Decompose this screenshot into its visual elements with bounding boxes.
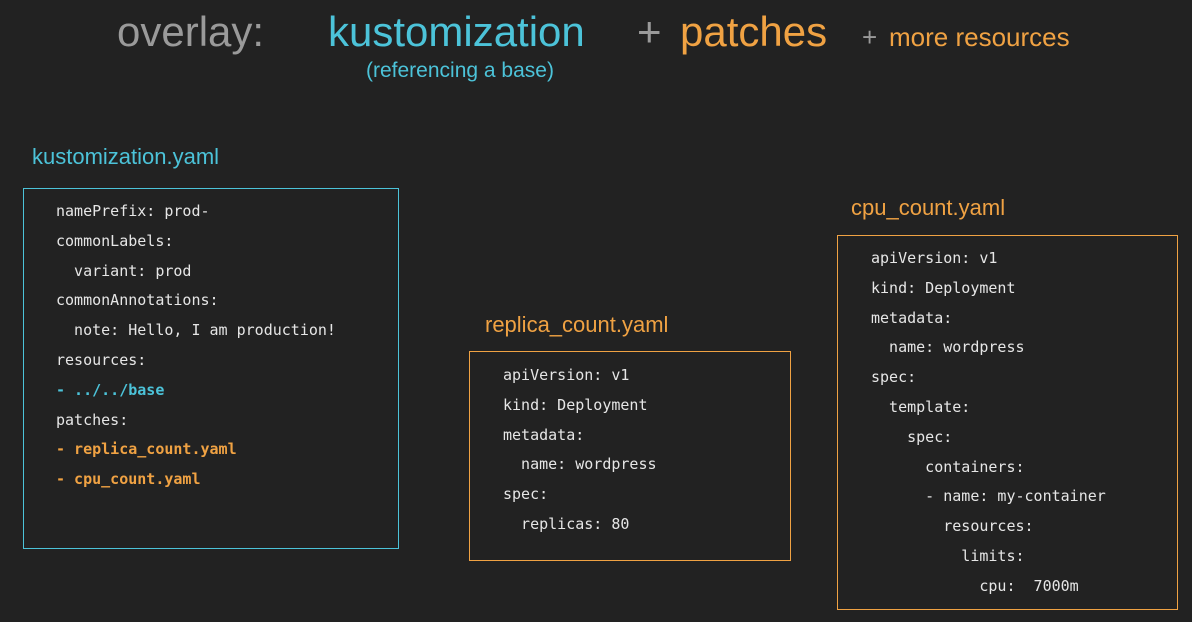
code-line: resources: bbox=[871, 517, 1034, 536]
code-line: note: Hello, I am production! bbox=[56, 321, 336, 340]
code-line: apiVersion: v1 bbox=[871, 249, 998, 267]
code-line-patch-reference: - replica_count.yaml bbox=[56, 440, 237, 459]
code-line: cpu: 7000m bbox=[871, 576, 1079, 595]
replica-count-code: apiVersion: v1 kind: Deployment metadata… bbox=[503, 361, 657, 540]
code-line: namePrefix: prod- bbox=[56, 202, 210, 220]
code-line: spec: bbox=[871, 368, 917, 387]
code-line: spec: bbox=[871, 427, 953, 446]
code-line: containers: bbox=[871, 457, 1025, 476]
cpu-count-file-title: cpu_count.yaml bbox=[851, 195, 1006, 220]
replica-count-file-title: replica_count.yaml bbox=[485, 312, 669, 337]
kustomization-file-title: kustomization.yaml bbox=[32, 144, 220, 169]
title-subtitle: (referencing a base) bbox=[366, 59, 554, 82]
code-line: resources: bbox=[56, 350, 147, 369]
code-line-patch-reference: - cpu_count.yaml bbox=[56, 470, 201, 489]
kustomization-file-box bbox=[23, 188, 399, 549]
code-line: metadata: bbox=[503, 425, 585, 444]
replica-count-file-box bbox=[469, 351, 791, 561]
code-line: name: wordpress bbox=[503, 455, 657, 474]
title-plus-small: + bbox=[862, 22, 878, 52]
title-plus: + bbox=[637, 8, 662, 55]
code-line: commonAnnotations: bbox=[56, 291, 219, 310]
title-overlay: overlay: bbox=[117, 8, 265, 55]
title-kustomization: kustomization bbox=[328, 8, 585, 55]
code-line-base-reference: - ../../base bbox=[56, 380, 165, 399]
code-line: name: wordpress bbox=[871, 338, 1025, 357]
code-line: - name: my-container bbox=[871, 487, 1106, 506]
code-line: patches: bbox=[56, 410, 129, 429]
title-patches: patches bbox=[680, 8, 828, 55]
code-line: template: bbox=[871, 397, 971, 416]
code-line: apiVersion: v1 bbox=[503, 366, 630, 384]
cpu-count-file-box bbox=[837, 235, 1178, 610]
code-line: replicas: 80 bbox=[503, 514, 630, 533]
title-more-resources: more resources bbox=[889, 22, 1070, 52]
code-line: variant: prod bbox=[56, 261, 192, 280]
kustomization-code: namePrefix: prod- commonLabels: variant:… bbox=[56, 197, 336, 495]
code-line: metadata: bbox=[871, 308, 953, 327]
code-line: commonLabels: bbox=[56, 231, 174, 250]
code-line: spec: bbox=[503, 485, 549, 504]
cpu-count-code: apiVersion: v1 kind: Deployment metadata… bbox=[871, 244, 1106, 602]
code-line: kind: Deployment bbox=[871, 278, 1016, 297]
code-line: limits: bbox=[871, 546, 1025, 565]
code-line: kind: Deployment bbox=[503, 395, 648, 414]
diagram-title: overlay: kustomization + patches + more … bbox=[0, 0, 1192, 82]
